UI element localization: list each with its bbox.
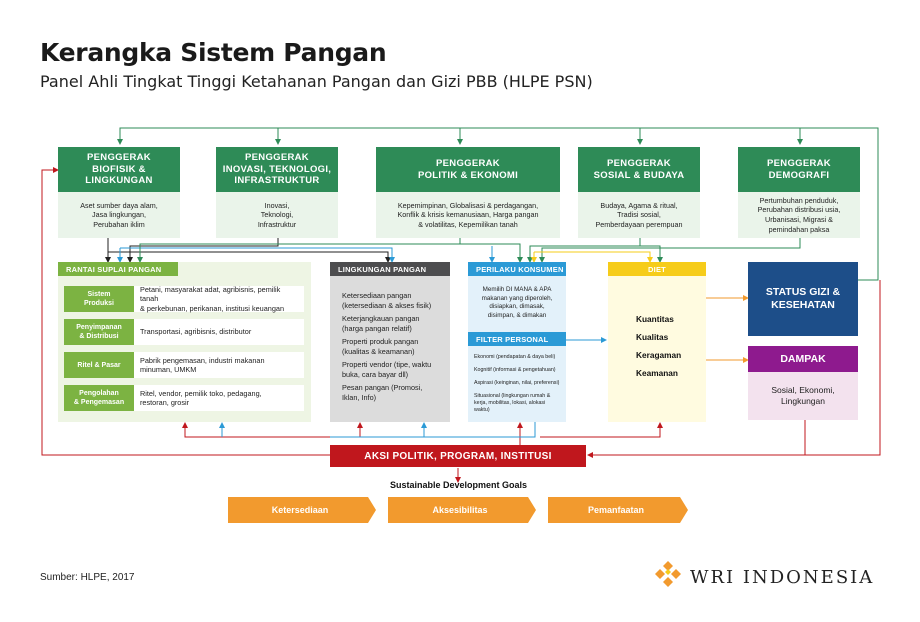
env-item: Properti produk pangan (kualitas & keama…	[342, 337, 419, 356]
source-note: Sumber: HLPE, 2017	[40, 572, 135, 583]
filter-item: Ekonomi (pendapatan & daya beli)	[474, 354, 556, 360]
driver-demographic: PENGGERAK DEMOGRAFI	[738, 147, 860, 192]
filter-item: Aspirasi (keinginan, nilai, preferensi)	[474, 380, 560, 386]
driver-social: PENGGERAK SOSIAL & BUDAYA	[578, 147, 700, 192]
sdg-chevron-shape	[548, 497, 688, 523]
supply-row-label: Sistem Produksi	[64, 286, 134, 312]
env-item: Properti vendor (tipe, waktu buka, cara …	[342, 360, 432, 379]
supply-row-label: Penyimpanan & Distribusi	[64, 319, 134, 345]
supply-row-text: Ritel, vendor, pemilik toko, pedagang, r…	[134, 385, 304, 411]
consumer-text: Memilih DI MANA & APA makanan yang diper…	[481, 286, 553, 319]
page-subtitle: Panel Ahli Tingkat Tinggi Ketahanan Pang…	[40, 72, 593, 91]
sdg-chevron-shape	[228, 497, 376, 523]
driver-title: PENGGERAK DEMOGRAFI	[738, 147, 860, 192]
food-environment-panel	[330, 262, 450, 422]
supply-row-label: Pengolahan & Pengemasan	[64, 385, 134, 411]
driver-title: PENGGERAK BIOFISIK & LINGKUNGAN	[58, 147, 180, 192]
driver-items: Budaya, Agama & ritual, Tradisi sosial, …	[578, 192, 700, 238]
diet-item: Keragaman	[636, 350, 682, 360]
sdg-item-availability: Ketersediaan	[271, 505, 329, 515]
nutrition-status-box: STATUS GIZI & KESEHATAN	[748, 262, 858, 336]
diet-item: Kuantitas	[636, 314, 674, 324]
diet-title: DIET	[608, 262, 706, 276]
supply-row-text: Transportasi, agribisnis, distributor	[134, 319, 304, 345]
driver-political: PENGGERAK POLITIK & EKONOMI	[376, 147, 560, 192]
wri-logo-text: WRI INDONESIA	[690, 567, 875, 588]
personal-filter-title: FILTER PERSONAL	[468, 332, 566, 346]
driver-title: PENGGERAK SOSIAL & BUDAYA	[578, 147, 700, 192]
driver-title: PENGGERAK POLITIK & EKONOMI	[376, 147, 560, 192]
supply-row-text: Pabrik pengemasan, industri makanan minu…	[134, 352, 304, 378]
diet-panel	[608, 262, 706, 422]
env-item: Keterjangkauan pangan (harga pangan rela…	[342, 314, 420, 333]
sdg-title: Sustainable Development Goals	[390, 480, 528, 490]
driver-biophysical: PENGGERAK BIOFISIK & LINGKUNGAN	[58, 147, 180, 192]
wri-logo-icon	[655, 561, 681, 587]
driver-items: Pertumbuhan penduduk, Perubahan distribu…	[738, 192, 860, 238]
supply-row-text: Petani, masyarakat adat, agribisnis, pem…	[134, 285, 304, 313]
supply-row-label: Ritel & Pasar	[64, 352, 134, 378]
filter-item: Kognitif (informasi & pengetahuan)	[474, 367, 556, 373]
sdg-item-accessibility: Aksesibilitas	[432, 505, 488, 515]
driver-title: PENGGERAK INOVASI, TEKNOLOGI, INFRASTRUK…	[216, 147, 338, 192]
page-title: Kerangka Sistem Pangan	[40, 38, 387, 67]
diet-item: Kualitas	[636, 332, 669, 342]
sdg-chevron-shape	[388, 497, 536, 523]
driver-items: Aset sumber daya alam, Jasa lingkungan, …	[58, 192, 180, 238]
consumer-title: PERILAKU KONSUMEN	[468, 262, 566, 276]
filter-item: Situasional (lingkungan rumah & kerja, m…	[474, 393, 551, 413]
driver-items: Inovasi, Teknologi, Infrastruktur	[216, 192, 338, 238]
env-item: Pesan pangan (Promosi, Iklan, Info)	[342, 383, 423, 402]
sdg-item-utilization: Pemanfaatan	[587, 505, 645, 515]
policy-action-box: AKSI POLITIK, PROGRAM, INSTITUSI	[330, 445, 586, 467]
impact-text: Sosial, Ekonomi, Lingkungan	[748, 372, 858, 420]
food-environment-title: LINGKUNGAN PANGAN	[330, 262, 450, 276]
sdg-chevrons	[228, 497, 688, 523]
diet-item: Keamanan	[636, 368, 678, 378]
driver-items: Kepemimpinan, Globalisasi & perdagangan,…	[376, 192, 560, 238]
impact-title: DAMPAK	[748, 346, 858, 372]
env-item: Ketersediaan pangan (ketersediaan & akse…	[342, 291, 432, 310]
supply-chain-title: RANTAI SUPLAI PANGAN	[58, 262, 178, 276]
driver-innovation: PENGGERAK INOVASI, TEKNOLOGI, INFRASTRUK…	[216, 147, 338, 192]
